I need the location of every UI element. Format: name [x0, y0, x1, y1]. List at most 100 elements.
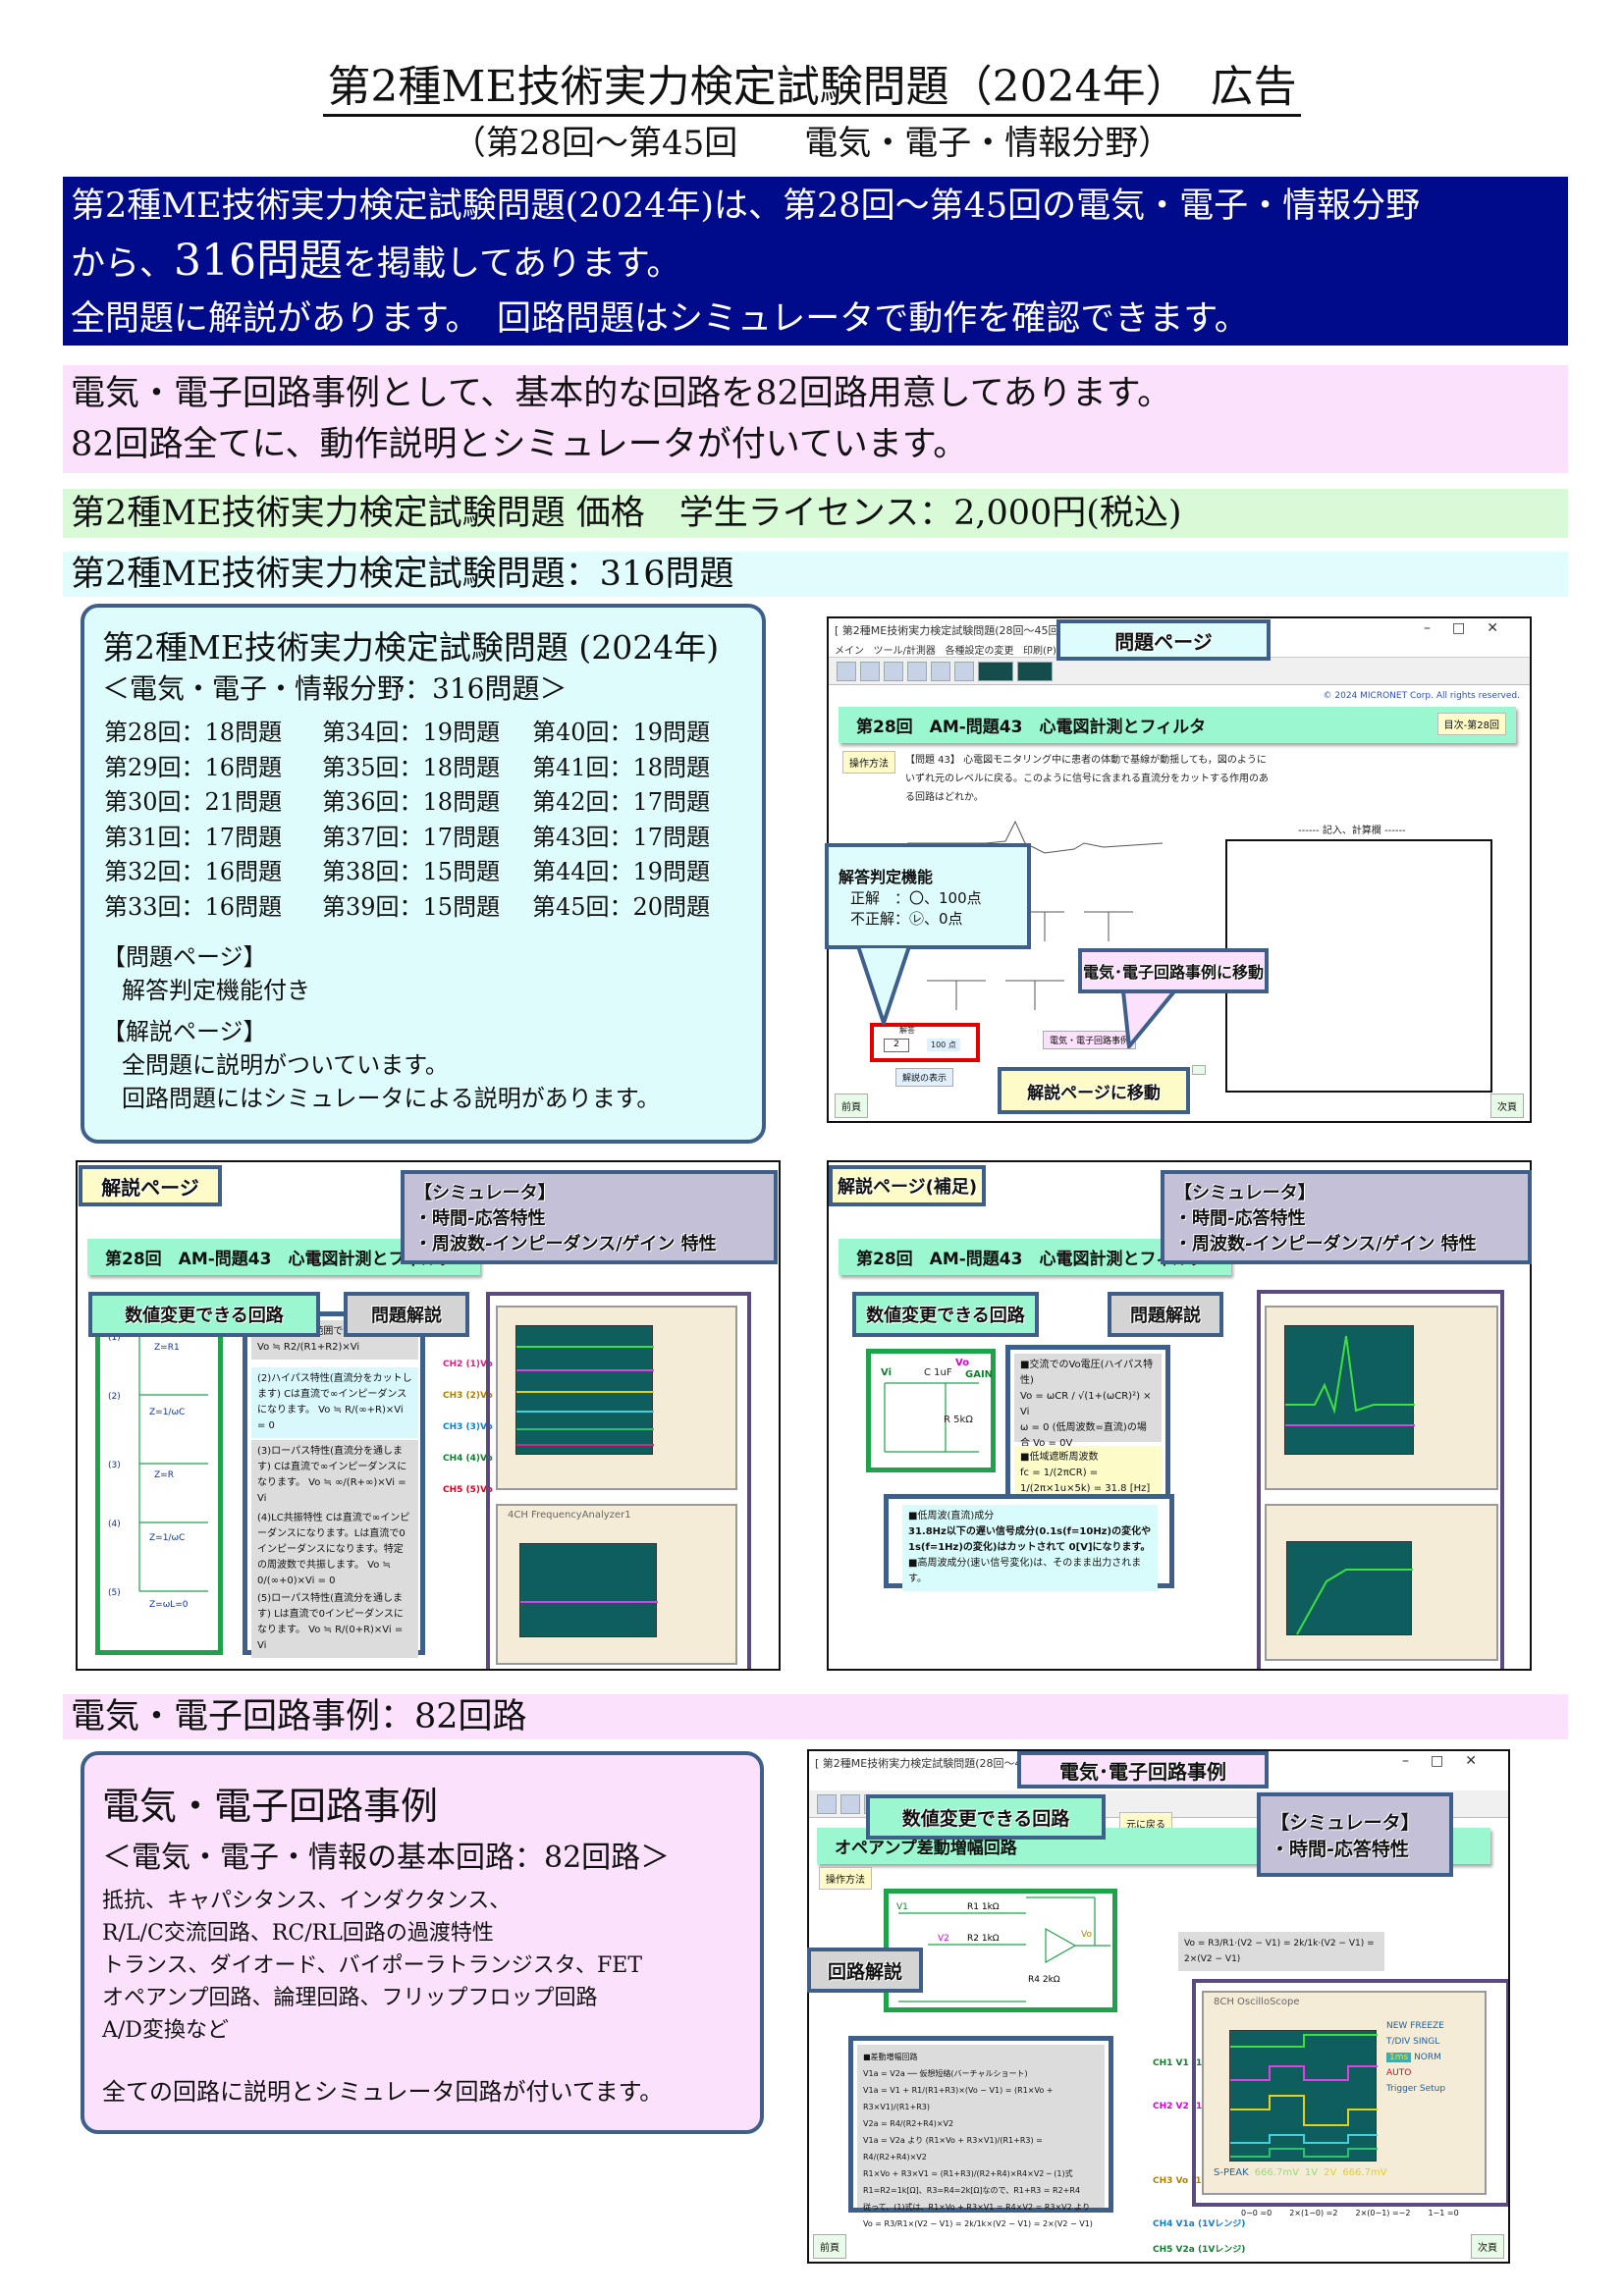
circuits-intro-band: 電気・電子回路事例として、基本的な回路を82回路用意してあります。 82回路全て…: [63, 365, 1568, 473]
page-notes: 【問題ページ】 解答判定機能付き 【解説ページ】 全問題に説明がついています。 …: [102, 943, 661, 1112]
howto-button[interactable]: 操作方法: [819, 1867, 872, 1890]
problem-explanation-callout: 問題解説: [1108, 1292, 1223, 1337]
answer-input[interactable]: 2: [884, 1039, 909, 1052]
scope-controls[interactable]: NEW FREEZE T/DIV SINGL 1ms NORM AUTO Tri…: [1386, 2021, 1446, 2094]
oscilloscope[interactable]: [1265, 1306, 1498, 1490]
session-item: 第45回：20問題: [532, 892, 711, 921]
howto-button[interactable]: 操作方法: [842, 751, 895, 774]
intro-line2: から、316問題を掲載してあります。: [71, 236, 681, 286]
menu-item[interactable]: メイン: [835, 646, 864, 657]
simulator-frame: [1257, 1290, 1504, 1669]
svg-text:(2): (2): [108, 1392, 121, 1402]
problems-card: 第2種ME技術実力検定試験問題 (2024年) ＜電気・電子・情報分野：316問…: [81, 604, 766, 1144]
svg-text:V2: V2: [938, 1934, 949, 1944]
vo-calculations: 0−0 =0 2×(1−0) =2 2×(0−1) =−2 1−1 =0: [1241, 2209, 1459, 2217]
editable-circuit[interactable]: Vi C 1uF Vo GAIN R 5kΩ: [866, 1349, 996, 1472]
session-item: 第36回：18問題: [322, 788, 501, 816]
explanation-panel: (1) 周波数全範囲で分圧されます。 Vo ≒ R2/(R1+R2)×Vi (2…: [243, 1311, 425, 1658]
circuit-topics: 抵抗、キャパシタンス、インダクタンス、 R/L/C交流回路、RC/RL回路の過渡…: [102, 1889, 643, 2043]
menu-item[interactable]: 印刷(P)...: [1023, 646, 1066, 657]
show-explanation-button[interactable]: 解説の表示: [895, 1068, 954, 1087]
window-controls[interactable]: –□✕: [1424, 620, 1520, 636]
window-controls[interactable]: –□✕: [1402, 1753, 1498, 1769]
svg-text:Z=ωL=0: Z=ωL=0: [149, 1600, 189, 1610]
page-subtitle: （第28回～第45回 電気・電子・情報分野）: [452, 124, 1172, 163]
bmp-icon[interactable]: [954, 662, 974, 681]
svg-text:(5): (5): [108, 1588, 121, 1598]
problems-card-subtitle: ＜電気・電子・情報分野：316問題＞: [102, 672, 568, 705]
svg-text:Z=R: Z=R: [154, 1470, 174, 1480]
explanation-panel: ■交流でのVo電圧(ハイパス特性) Vo = ωCR / √(1+(ωCR)²)…: [1005, 1345, 1170, 1508]
oscilloscope-icon[interactable]: [978, 662, 1013, 681]
session-item: 第38回：15問題: [322, 858, 501, 885]
menu-item[interactable]: 各種設定の変更: [945, 646, 1014, 657]
analyzer-screen: [519, 1543, 658, 1637]
freq-analyzer-icon[interactable]: [1017, 662, 1053, 681]
session-item: 第34回：19問題: [322, 719, 501, 746]
copyright: © 2024 MICRONET Corp. All rights reserve…: [1323, 691, 1521, 701]
intro-band: 第2種ME技術実力検定試験問題(2024年)は、第28回～第45回の電気・電子・…: [63, 177, 1568, 346]
session-item: 第32回：16問題: [104, 858, 283, 885]
pen-icon[interactable]: [840, 1794, 860, 1814]
pen-icon[interactable]: [860, 662, 880, 681]
question-header: 第28回 AM-問題43 心電図計測とフィルタ 目次-第28回: [839, 707, 1516, 743]
next-page-button[interactable]: 次頁: [1471, 2234, 1504, 2259]
prev-page-button[interactable]: 前頁: [835, 1094, 868, 1118]
circuit-examples-callout: 電気･電子回路事例: [1017, 1751, 1269, 1789]
explanation-page-screenshot: 第28回 AM-問題43 心電図計測とフィルタ (1)(2)(3)(4)(5) …: [76, 1160, 781, 1671]
simulator-callout: 【シミュレータ】 ・時間-応答特性: [1257, 1792, 1453, 1877]
highpass-circuit-icon: [884, 1382, 979, 1453]
eraser-icon[interactable]: [837, 662, 856, 681]
copy-icon[interactable]: [931, 662, 950, 681]
scope-readouts: S-PEAK 666.7mV 1V 2V 666.7mV: [1214, 2167, 1387, 2178]
judge-callout: 解答判定機能 正解 ：〇、100点 不正解：㋹、0点: [825, 843, 1031, 949]
session-item: 第41回：18問題: [532, 753, 711, 781]
circuits-card-subtitle: ＜電気・電子・情報の基本回路：82回路＞: [102, 1841, 671, 1875]
session-item: 第28回：18問題: [104, 719, 283, 746]
simulator-frame: [486, 1292, 751, 1669]
circuits-band: 電気・電子回路事例：82回路: [63, 1694, 1568, 1739]
menu-item[interactable]: ツール/計測器: [873, 646, 936, 657]
session-item: 第29回：16問題: [104, 753, 283, 781]
oscilloscope[interactable]: 8CH OscilloScope NEW FREEZE T/DIV SINGL …: [1202, 1991, 1487, 2195]
problems-card-title: 第2種ME技術実力検定試験問題 (2024年): [102, 628, 720, 667]
redo-icon[interactable]: [907, 662, 927, 681]
vo-formula: Vo = R3/R1·(V2 − V1) = 2k/1k·(V2 − V1) =…: [1178, 1932, 1384, 1971]
circuits-card-footer: 全ての回路に説明とシミュレータ回路が付いてます。: [102, 2078, 664, 2106]
simulator-frame: [1192, 1979, 1508, 2207]
intro-line1: 第2種ME技術実力検定試験問題(2024年)は、第28回～第45回の電気・電子・…: [71, 187, 1421, 226]
frequency-analyzer[interactable]: [1265, 1504, 1498, 1661]
svg-text:(3): (3): [108, 1461, 121, 1470]
circuit-explanation-panel: ■差動増幅回路 V1a = V2a ── 仮想短絡(バーチャルショート) V1a…: [848, 2036, 1113, 2228]
next-page-button[interactable]: 次頁: [1490, 1094, 1524, 1118]
svg-text:Z=R1: Z=R1: [154, 1343, 180, 1353]
analyzer-screen: [1286, 1541, 1413, 1635]
score-display: 100 点: [927, 1039, 960, 1051]
session-item: 第39回：15問題: [322, 892, 501, 921]
question-text: 【問題 43】 心電図モニタリング中に患者の体動で基線が動揺しても，図のようにい…: [905, 755, 1269, 803]
toc-button[interactable]: 目次-第28回: [1436, 713, 1506, 735]
prev-page-button[interactable]: 前頁: [813, 2234, 846, 2259]
svg-text:(4): (4): [108, 1520, 121, 1529]
svg-text:Z=1/ωC: Z=1/ωC: [149, 1408, 185, 1417]
next-page-button[interactable]: [1192, 1065, 1206, 1075]
eraser-icon[interactable]: [817, 1794, 837, 1814]
session-item: 第37回：17問題: [322, 823, 501, 851]
oscilloscope[interactable]: [496, 1306, 737, 1490]
answer-box: 解答 2 100 点: [870, 1023, 980, 1062]
scope-screen: [515, 1325, 654, 1455]
undo-icon[interactable]: [884, 662, 903, 681]
dc-explanation-panel: ■低周波(直流)成分 31.8Hz以下の遅い信号成分(0.1s(f=10Hz)の…: [884, 1494, 1174, 1591]
session-item: 第44回：19問題: [532, 858, 711, 885]
scope-screen: [1284, 1325, 1415, 1455]
explanation-supplement-callout: 解説ページ(補足): [829, 1165, 986, 1206]
explanation-page-callout: 解説ページ: [79, 1165, 222, 1206]
frequency-analyzer[interactable]: 4CH FrequencyAnalyzer1: [496, 1504, 737, 1665]
problem-page-callout: 問題ページ: [1056, 619, 1271, 661]
circuit-explanation-callout: 回路解説: [807, 1948, 923, 1993]
intro-line3: 全問題に解説があります。 回路問題はシミュレータで動作を確認できます。: [71, 299, 1249, 339]
toolbar: [829, 658, 1530, 685]
problem-explanation-callout: 問題解説: [344, 1292, 469, 1337]
